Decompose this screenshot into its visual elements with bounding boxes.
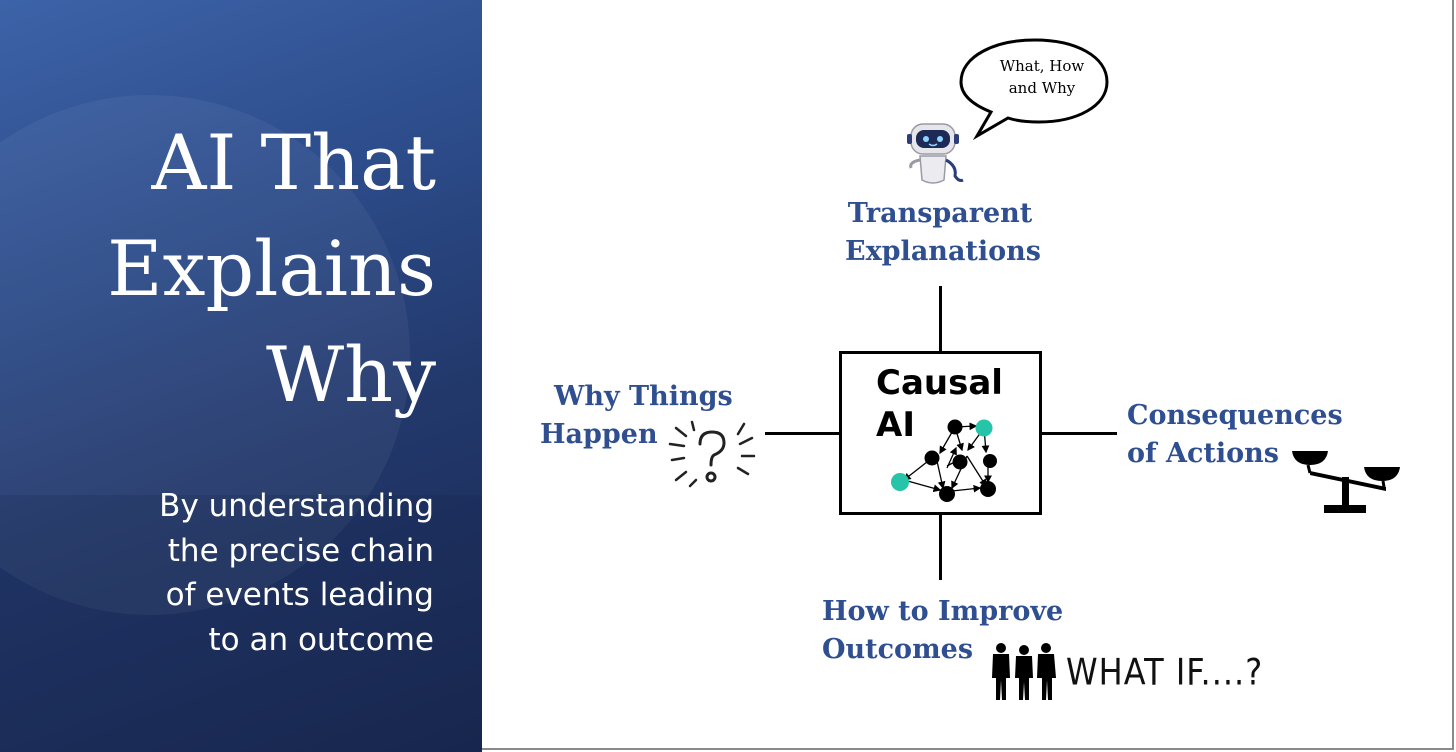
transparent-explanations-label: Transparent Explanations [845,195,1042,271]
label-line: Happen [540,419,658,450]
bubble-line: and Why [1008,79,1076,97]
label-line: Outcomes [822,634,974,665]
title-panel: AI That Explains Why By understanding th… [0,0,482,752]
causal-ai-title: Causal AI [876,362,1003,446]
diagram-frame [482,0,1454,750]
title-line: Explains [107,224,436,313]
consequences-of-actions-label: Consequences of Actions [1127,397,1343,473]
robot-icon [907,123,964,184]
center-line: Causal [876,363,1003,403]
bubble-line: What, How [999,57,1085,75]
label-line: Transparent [847,198,1033,229]
top-connector-line [939,286,942,352]
label-line: How to Improve [822,596,1064,627]
subtitle-line: to an outcome [208,621,434,658]
background-circle [0,95,410,615]
balance-scale-icon [1292,451,1400,513]
what-if-text: WHAT IF....? [1066,650,1264,694]
bottom-connector-line [939,514,942,580]
subtitle-line: By understanding [159,488,434,524]
how-to-improve-outcomes-label: How to Improve Outcomes [822,593,1063,669]
people-silhouettes-icon [992,643,1056,700]
label-line: Consequences [1127,400,1343,431]
background-band [0,495,482,752]
speech-bubble-icon [959,38,1109,141]
label-line: Explanations [845,236,1042,267]
speech-bubble-text: What, How and Why [992,55,1092,99]
subtitle-line: of events leading [165,577,434,613]
why-things-happen-label: Why Things Happen [540,378,733,454]
title-line: AI That [151,118,436,207]
question-mark-icon [668,420,756,488]
center-line: AI [876,405,915,445]
right-connector-line [1041,432,1117,435]
page-title: AI That Explains Why [16,110,436,428]
subtitle-line: the precise chain [167,532,434,569]
title-line: Why [266,330,436,419]
causal-ai-box: Causal AI [839,351,1042,515]
left-connector-line [765,432,840,435]
subtitle: By understanding the precise chain of ev… [34,484,434,662]
causal-graph-icon [891,419,997,502]
label-line: of Actions [1127,438,1279,469]
label-line: Why Things [554,381,733,412]
